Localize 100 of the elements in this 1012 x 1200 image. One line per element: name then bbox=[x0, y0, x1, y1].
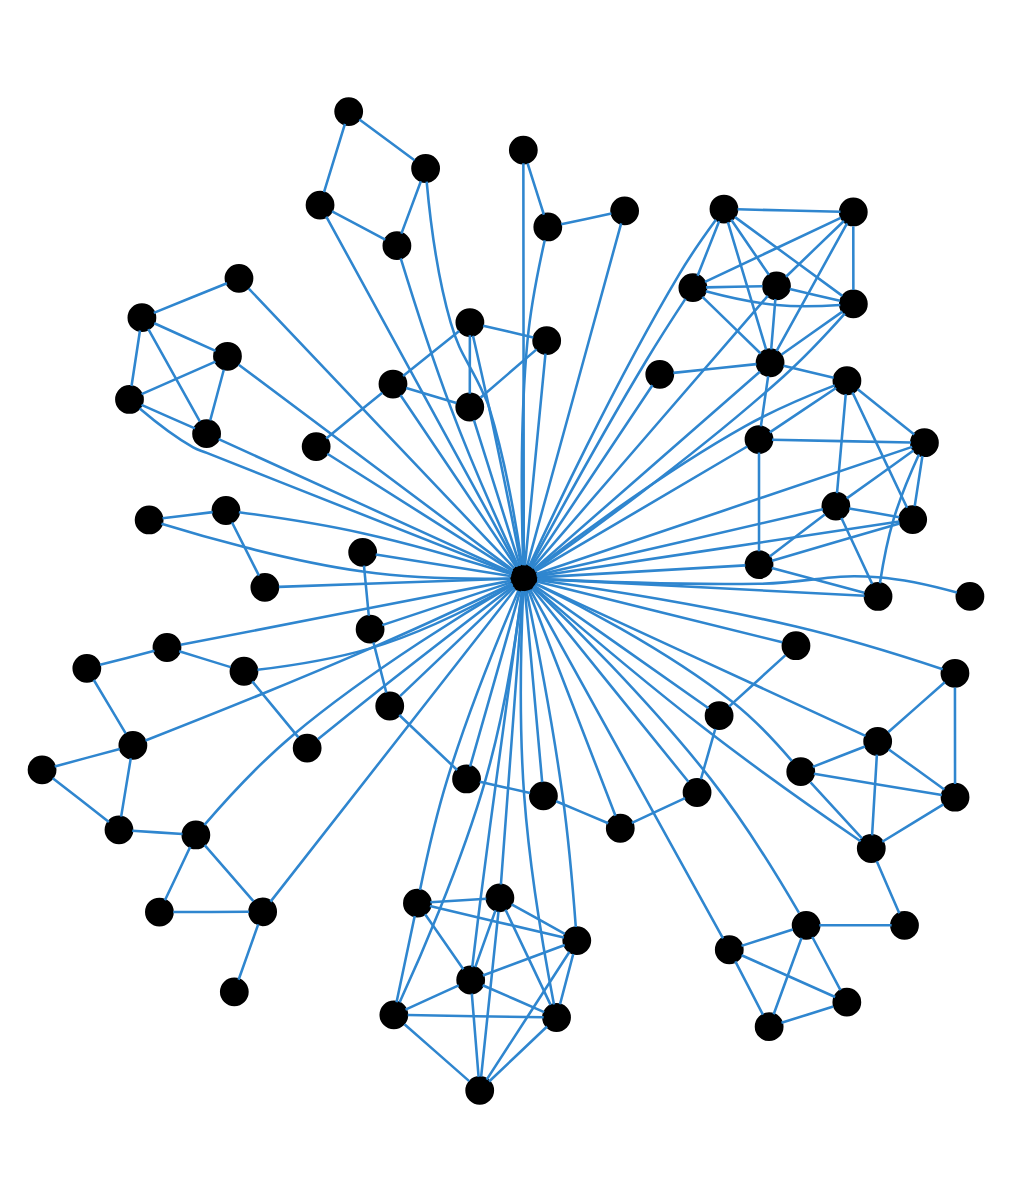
connector bbox=[407, 1012, 544, 1018]
connector bbox=[398, 713, 458, 770]
connector bbox=[520, 238, 546, 565]
node-circle bbox=[379, 999, 409, 1029]
connector bbox=[535, 581, 867, 736]
connector bbox=[532, 584, 862, 842]
connector bbox=[741, 953, 836, 998]
connector bbox=[730, 218, 770, 275]
connector bbox=[130, 329, 142, 386]
connector bbox=[400, 179, 423, 234]
connector bbox=[856, 387, 916, 435]
connector bbox=[526, 222, 623, 565]
node-circle bbox=[509, 562, 539, 592]
connector bbox=[789, 286, 841, 302]
connector bbox=[173, 909, 250, 913]
connector bbox=[560, 211, 612, 225]
connector bbox=[726, 220, 768, 349]
connector bbox=[809, 780, 863, 839]
connector bbox=[728, 653, 787, 707]
connector bbox=[537, 576, 865, 597]
connector bbox=[92, 678, 127, 734]
connector bbox=[180, 578, 512, 646]
node-circle bbox=[292, 732, 322, 762]
connector bbox=[147, 327, 201, 422]
connector bbox=[132, 828, 183, 835]
node-circle bbox=[940, 781, 970, 811]
node-circle bbox=[762, 270, 791, 300]
node-circle bbox=[821, 490, 851, 520]
node-circle bbox=[863, 581, 893, 610]
node-circle bbox=[301, 431, 331, 461]
connector bbox=[536, 506, 824, 576]
connector bbox=[878, 452, 921, 583]
connector bbox=[781, 1004, 834, 1023]
connector bbox=[523, 352, 547, 565]
node-circle bbox=[832, 986, 862, 1016]
connector bbox=[848, 506, 900, 518]
connector bbox=[769, 385, 837, 433]
connector bbox=[536, 579, 783, 643]
connector bbox=[395, 914, 416, 1002]
connector bbox=[398, 589, 524, 1002]
node-circle bbox=[786, 756, 816, 786]
node-circle bbox=[863, 726, 893, 755]
node-circle bbox=[754, 1011, 784, 1041]
connector bbox=[537, 577, 944, 670]
connector bbox=[523, 590, 544, 782]
connector bbox=[783, 363, 834, 378]
node-circle bbox=[192, 418, 221, 448]
connector bbox=[230, 520, 261, 576]
connector bbox=[696, 219, 721, 276]
connector bbox=[673, 361, 757, 374]
connector bbox=[488, 1024, 548, 1082]
connector bbox=[375, 552, 512, 577]
connector bbox=[54, 746, 121, 767]
connector bbox=[835, 393, 847, 493]
node-circle bbox=[910, 427, 939, 457]
connector bbox=[813, 771, 943, 796]
connector bbox=[846, 448, 915, 499]
connector bbox=[631, 795, 686, 823]
connector bbox=[759, 374, 770, 426]
node-circle bbox=[72, 652, 102, 682]
connector bbox=[52, 776, 110, 822]
node-circle bbox=[375, 690, 405, 720]
node-circle bbox=[529, 780, 558, 810]
connector bbox=[555, 799, 609, 824]
connector bbox=[119, 757, 133, 816]
connector bbox=[510, 902, 566, 935]
connector bbox=[535, 581, 793, 761]
connector bbox=[203, 582, 514, 825]
connector bbox=[531, 294, 769, 569]
connector bbox=[704, 215, 842, 283]
node-circle bbox=[890, 909, 919, 939]
connector bbox=[757, 451, 761, 551]
connector bbox=[913, 454, 924, 506]
node-circle bbox=[898, 504, 928, 533]
connector bbox=[530, 383, 654, 567]
node-circle bbox=[211, 495, 241, 524]
node-circle bbox=[678, 272, 708, 302]
connector bbox=[153, 281, 228, 314]
connector bbox=[470, 992, 480, 1076]
connector bbox=[734, 959, 765, 1015]
connector bbox=[430, 896, 487, 903]
connector bbox=[772, 936, 803, 1014]
connector bbox=[468, 334, 472, 393]
node-circle bbox=[27, 754, 57, 784]
connector bbox=[888, 747, 946, 790]
node-circle bbox=[403, 887, 432, 917]
connector bbox=[161, 521, 511, 579]
node-circle bbox=[229, 655, 259, 685]
connector bbox=[381, 580, 512, 626]
connector bbox=[534, 311, 846, 571]
connector bbox=[875, 859, 901, 913]
connector bbox=[251, 679, 300, 738]
node-circle bbox=[709, 193, 739, 223]
connector bbox=[525, 589, 578, 927]
connector bbox=[504, 908, 552, 1005]
node-circle bbox=[838, 196, 868, 226]
connector bbox=[522, 162, 526, 564]
node-circle bbox=[532, 325, 562, 355]
connector bbox=[141, 359, 216, 395]
connector bbox=[153, 321, 217, 352]
